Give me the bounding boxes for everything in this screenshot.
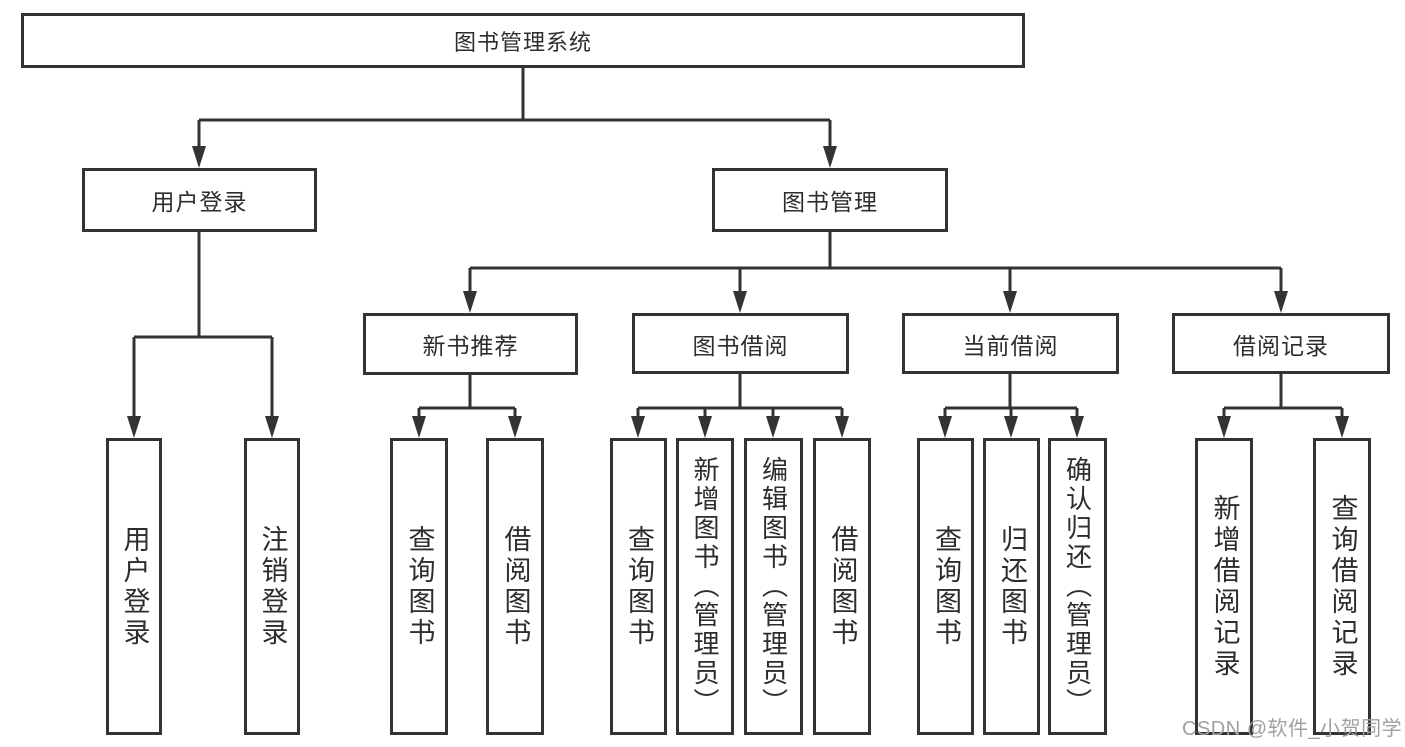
leaf-return-book: 归还图书 [983, 438, 1040, 735]
node-user-login: 用户登录 [82, 168, 317, 232]
arrowhead-down-icon [1274, 291, 1288, 313]
arrowhead-down-icon [733, 291, 747, 313]
node-current-borrow-label: 当前借阅 [962, 332, 1059, 359]
leaf-confirm-return-admin: 确认归还（管理员） [1048, 438, 1107, 735]
connector-borrow-records-to-leaves [1222, 374, 1344, 420]
arrowhead-down-icon [412, 416, 426, 438]
arrowhead-down-icon [631, 416, 645, 438]
leaf-borrow-books-1: 借阅图书 [486, 438, 544, 735]
node-borrow-records: 借阅记录 [1172, 313, 1390, 374]
leaf-borrow-books-2: 借阅图书 [813, 438, 871, 735]
leaf-user-login: 用户登录 [106, 438, 162, 735]
arrowhead-down-icon [1003, 291, 1017, 313]
node-book-management-label: 图书管理 [782, 189, 878, 215]
connector-current-borrow-to-leaves [943, 374, 1079, 420]
leaf-add-borrow-record-label: 新增借阅记录 [1209, 493, 1240, 680]
connector-book-borrow-to-leaves [636, 374, 844, 420]
node-current-borrow: 当前借阅 [902, 313, 1119, 374]
arrowhead-down-icon [127, 416, 141, 438]
node-book-borrow-label: 图书借阅 [692, 332, 789, 359]
connector-root-to-level2 [197, 68, 832, 150]
leaf-user-login-label: 用户登录 [119, 524, 150, 649]
node-borrow-records-label: 借阅记录 [1233, 332, 1329, 359]
node-user-login-label: 用户登录 [151, 189, 248, 215]
leaf-query-books-2: 查询图书 [610, 438, 667, 735]
arrowhead-down-icon [938, 416, 952, 438]
leaf-edit-book-admin: 编辑图书（管理员） [744, 438, 803, 735]
arrowhead-down-icon [508, 416, 522, 438]
node-book-management: 图书管理 [712, 168, 948, 232]
leaf-edit-book-admin-label: 编辑图书（管理员） [758, 456, 789, 717]
arrowhead-down-icon [463, 291, 477, 313]
leaf-query-books-1: 查询图书 [390, 438, 448, 735]
arrowhead-down-icon [835, 416, 849, 438]
leaf-query-borrow-record: 查询借阅记录 [1313, 438, 1371, 735]
leaf-add-borrow-record: 新增借阅记录 [1195, 438, 1253, 735]
node-book-borrow: 图书借阅 [632, 313, 849, 374]
arrowhead-down-icon [1004, 416, 1018, 438]
leaf-query-books-2-label: 查询图书 [624, 524, 654, 649]
node-new-book-recommend-label: 新书推荐 [422, 333, 519, 359]
connector-new-book-recommend-to-leaves [417, 375, 517, 420]
arrowhead-down-icon [766, 416, 780, 438]
arrowhead-down-icon [1335, 416, 1349, 438]
leaf-borrow-books-2-label: 借阅图书 [827, 524, 858, 649]
leaf-query-borrow-record-label: 查询借阅记录 [1327, 493, 1358, 680]
connector-book-management-to-level3 [468, 232, 1283, 295]
arrowhead-down-icon [1217, 416, 1231, 438]
leaf-return-book-label: 归还图书 [997, 524, 1027, 649]
leaf-add-book-admin-label: 新增图书（管理员） [690, 456, 720, 717]
leaf-query-books-3: 查询图书 [917, 438, 974, 735]
csdn-watermark: CSDN @软件_小贺同学 [1182, 718, 1403, 740]
leaf-logout-label: 注销登录 [257, 524, 288, 649]
arrowhead-down-icon [698, 416, 712, 438]
arrowhead-down-icon [1070, 416, 1084, 438]
arrowhead-down-icon [265, 416, 279, 438]
leaf-query-books-1-label: 查询图书 [404, 524, 435, 649]
leaf-add-book-admin: 新增图书（管理员） [676, 438, 734, 735]
leaf-query-books-3-label: 查询图书 [931, 524, 961, 649]
node-new-book-recommend: 新书推荐 [363, 313, 578, 375]
leaf-borrow-books-1-label: 借阅图书 [500, 524, 531, 649]
connector-user-login-to-leaves [132, 232, 274, 420]
leaf-logout: 注销登录 [244, 438, 300, 735]
arrowhead-down-icon [192, 146, 206, 168]
leaf-confirm-return-admin-label: 确认归还（管理员） [1062, 456, 1093, 717]
node-root: 图书管理系统 [21, 13, 1025, 68]
node-root-label: 图书管理系统 [453, 29, 592, 55]
arrowhead-down-icon [823, 146, 837, 168]
